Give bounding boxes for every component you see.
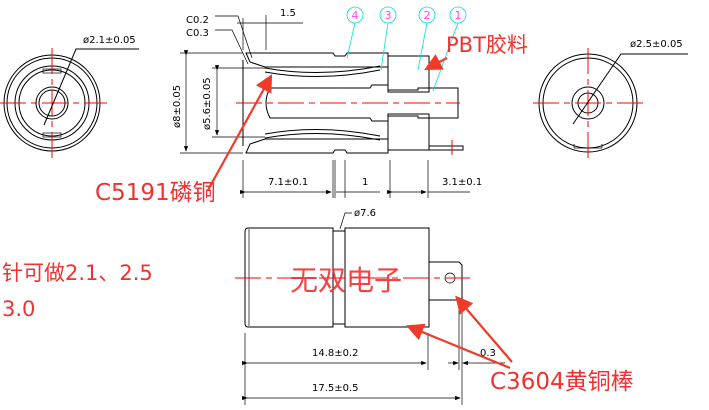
section-view: C0.2 C0.3 1.5 ø8±0.05 ø5.6±0.05 7.1±0.1 … xyxy=(172,6,482,198)
annotation-c5191: C5191磷铜 xyxy=(95,180,216,206)
dim-total-length: 17.5±0.5 xyxy=(312,383,359,394)
end-view-right: ø2.5±0.05 xyxy=(533,39,688,158)
annotation-pin-options-2: 3.0 xyxy=(2,297,35,321)
chamfer-c02: C0.2 xyxy=(186,15,209,26)
callout-2: 2 xyxy=(424,9,431,22)
dim-body-length: 14.8±0.2 xyxy=(312,348,359,359)
dim-3-1: 3.1±0.1 xyxy=(442,177,482,188)
bottom-dims: 7.1±0.1 1 3.1±0.1 xyxy=(240,160,482,198)
right-diameter-label: ø2.5±0.05 xyxy=(630,39,683,50)
side-view: ø7.6 无双电子 14.8±0.2 0.3 17.5±0.5 xyxy=(235,208,505,405)
annotation-pin-options-1: 针可做2.1、2.5 xyxy=(2,261,153,285)
dim-1: 1 xyxy=(362,177,368,188)
dim-7-1: 7.1±0.1 xyxy=(268,177,308,188)
watermark: 无双电子 xyxy=(290,264,402,297)
dim-outer-diameter: ø8±0.05 xyxy=(172,85,183,128)
callouts: 4 3 2 1 xyxy=(346,6,467,92)
dim-inner-diameter: ø5.6±0.05 xyxy=(202,77,213,130)
annotation-pbt: PBT胶料 xyxy=(446,33,528,57)
annotation-c3604: C3604黄铜棒 xyxy=(490,369,634,395)
callout-4: 4 xyxy=(352,9,359,22)
annotations: PBT胶料 C5191磷铜 针可做2.1、2.5 3.0 C3604黄铜棒 xyxy=(2,33,634,395)
groove-diameter: ø7.6 xyxy=(354,208,376,219)
dim-1-5: 1.5 xyxy=(280,8,296,19)
chamfer-c03: C0.3 xyxy=(186,28,209,39)
dim-pin-thickness: 0.3 xyxy=(480,348,496,359)
callout-1: 1 xyxy=(455,9,462,22)
left-diameter-label: ø2.1±0.05 xyxy=(83,35,136,46)
callout-3: 3 xyxy=(385,9,392,22)
end-view-left: ø2.1±0.05 xyxy=(0,35,139,158)
